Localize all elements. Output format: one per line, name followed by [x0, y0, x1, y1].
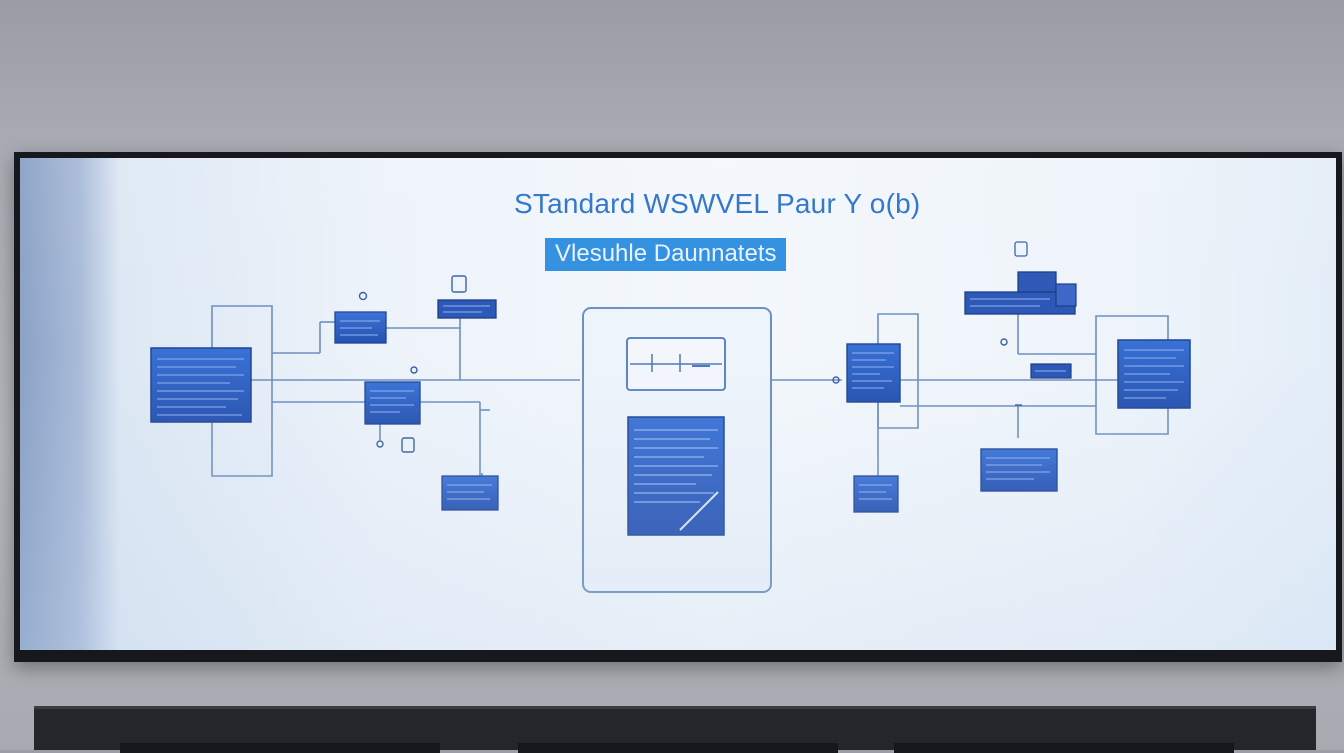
console-slot-middle: [518, 743, 838, 753]
node-panel-low-left: [441, 475, 499, 511]
node-panel-upper-left: [334, 311, 387, 344]
node-bar-top-left: [437, 275, 497, 319]
node-panel-mid-left: [364, 381, 421, 425]
node-bar-mid-right: [1030, 363, 1072, 379]
media-console: [34, 706, 1316, 753]
node-device-top-right: [964, 241, 1077, 315]
console-slot-right: [894, 743, 1234, 753]
flow-diagram: [150, 241, 1191, 593]
diagram-title: STandard WSWVEL Paur Y o(b): [514, 188, 921, 219]
node-server-left: [150, 347, 252, 423]
node-server-far-right: [1117, 339, 1191, 409]
display-screen: STandard WSWVEL Paur Y o(b) Vlesuhle Dau…: [20, 158, 1336, 650]
node-server-right-center: [846, 343, 901, 403]
diagram-subtitle: Vlesuhle Daunnatets: [545, 238, 787, 271]
display-frame: STandard WSWVEL Paur Y o(b) Vlesuhle Dau…: [14, 152, 1342, 662]
node-panel-bottom-right-small: [853, 475, 899, 513]
connector-glyphs: [358, 291, 1022, 453]
central-terminal: [582, 307, 772, 593]
console-slot-left: [120, 743, 440, 753]
node-panel-bottom-right: [980, 448, 1058, 492]
